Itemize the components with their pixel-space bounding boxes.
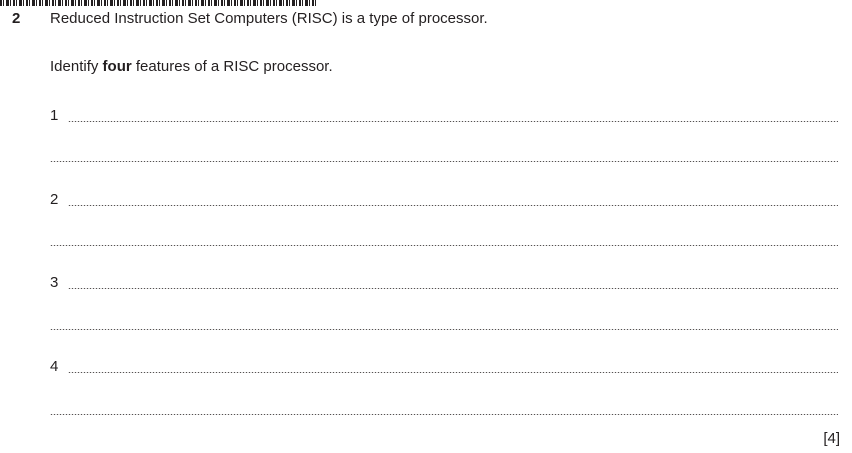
- answer-line-number: 1: [50, 107, 59, 124]
- dotted-line: [50, 245, 838, 246]
- barcode-strip: [0, 0, 316, 6]
- dotted-line: [50, 414, 838, 415]
- answer-line-2-continued[interactable]: [50, 232, 838, 248]
- dotted-line: [68, 288, 838, 289]
- answer-line-number: 3: [50, 274, 59, 291]
- answer-line-3-continued[interactable]: [50, 316, 838, 332]
- answer-line-2[interactable]: 2: [50, 192, 838, 208]
- dotted-line: [50, 329, 838, 330]
- answer-line-1-continued[interactable]: [50, 148, 838, 164]
- instruction-text-start: Identify: [50, 58, 103, 75]
- answer-line-1[interactable]: 1: [50, 108, 838, 124]
- answer-line-4[interactable]: 4: [50, 359, 838, 375]
- question-text: Reduced Instruction Set Computers (RISC)…: [50, 10, 488, 27]
- dotted-line: [68, 372, 838, 373]
- instruction-text-end: features of a RISC processor.: [131, 58, 333, 75]
- dotted-line: [68, 205, 838, 206]
- answer-line-4-continued[interactable]: [50, 401, 838, 417]
- dotted-line: [68, 121, 838, 122]
- answer-line-3[interactable]: 3: [50, 275, 838, 291]
- marks-total: [4]: [823, 430, 840, 447]
- question-number: 2: [12, 10, 21, 27]
- instruction-emphasis: four: [102, 58, 132, 75]
- answer-line-number: 4: [50, 358, 59, 375]
- answer-line-number: 2: [50, 191, 59, 208]
- question-instruction: Identify four features of a RISC process…: [50, 58, 333, 75]
- dotted-line: [50, 161, 838, 162]
